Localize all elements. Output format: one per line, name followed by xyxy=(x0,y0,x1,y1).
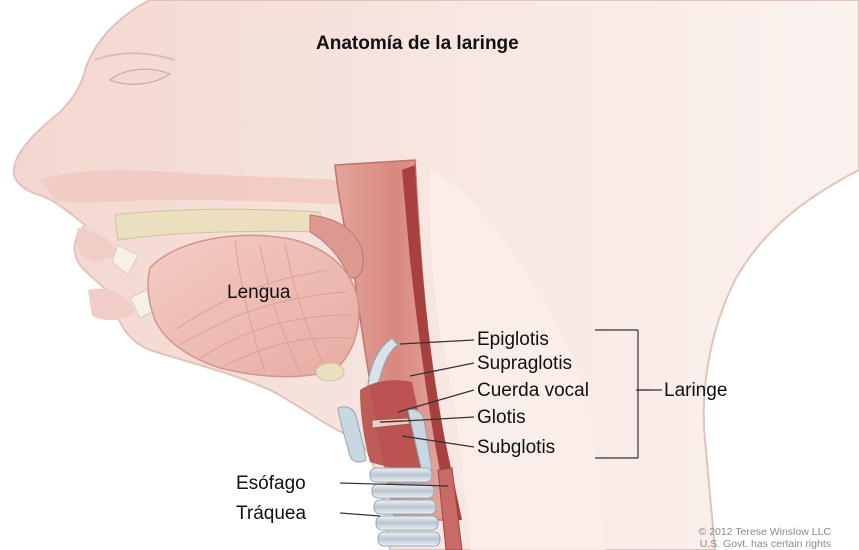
hyoid-bone xyxy=(316,363,344,381)
leader-trachea xyxy=(340,513,380,516)
trachea-rings xyxy=(370,468,440,546)
label-glottis: Glotis xyxy=(477,408,526,427)
label-esophagus: Esófago xyxy=(236,474,306,493)
label-supraglottis: Supraglotis xyxy=(477,354,572,373)
label-trachea: Tráquea xyxy=(236,504,306,523)
label-subglottis: Subglotis xyxy=(477,438,555,457)
rights-line: U.S. Govt. has certain rights xyxy=(700,539,831,550)
label-larynx: Laringe xyxy=(664,381,727,400)
label-epiglottis: Epiglotis xyxy=(477,330,549,349)
diagram-title: Anatomía de la laringe xyxy=(316,34,519,53)
copyright-line: © 2012 Terese Winslow LLC xyxy=(699,527,831,538)
label-vocal-cord: Cuerda vocal xyxy=(477,381,589,400)
label-tongue: Lengua xyxy=(227,283,290,302)
glottis-line xyxy=(380,421,404,422)
